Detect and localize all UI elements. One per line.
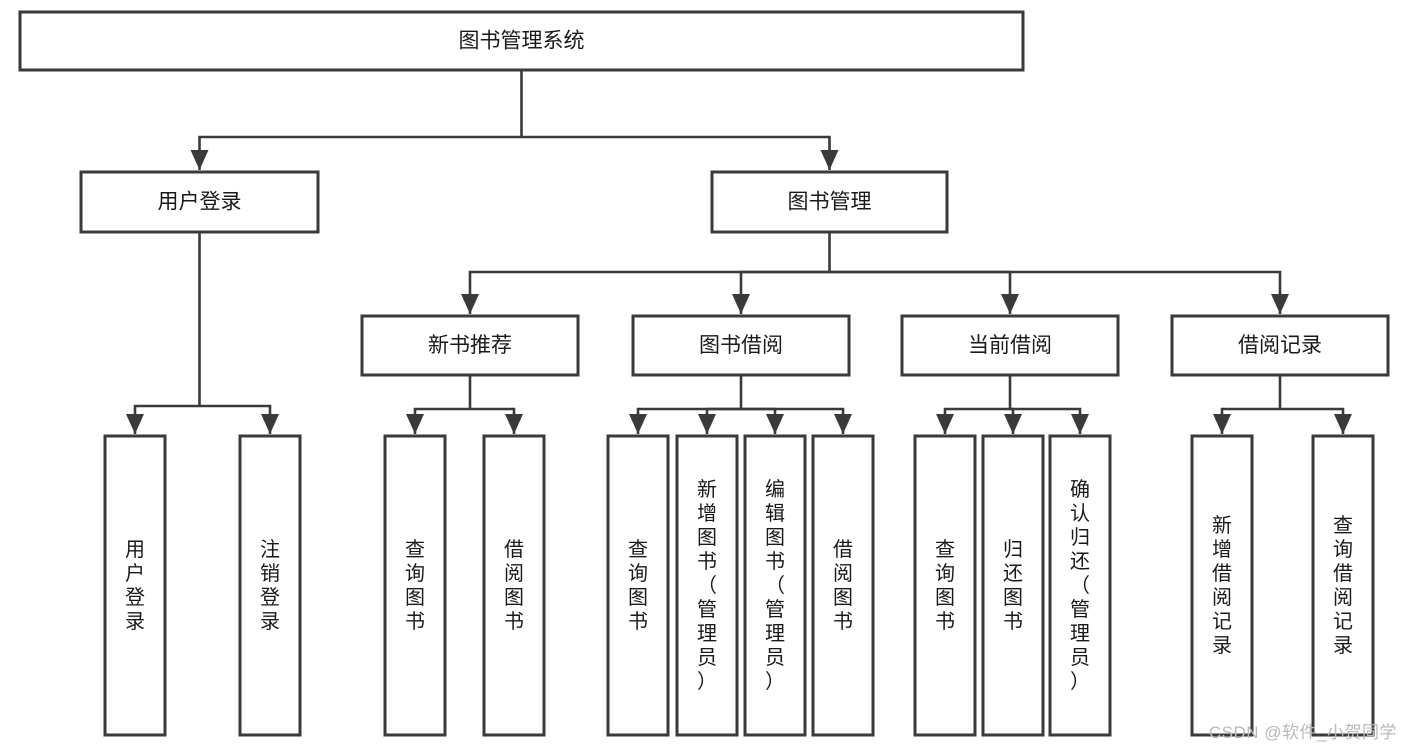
node-box-borrow-record xyxy=(1170,314,1390,377)
node-leaf-user-login[interactable]: 用户登录 xyxy=(103,434,167,737)
node-label-new-book-recommend: 新书推荐 xyxy=(428,334,512,357)
node-box-leaf-query-book-2 xyxy=(606,434,670,737)
node-borrow-record[interactable]: 借阅记录 xyxy=(1170,314,1390,377)
node-root[interactable]: 图书管理系统 xyxy=(18,10,1025,72)
node-label-user-login: 用户登录 xyxy=(158,191,242,214)
node-label-leaf-edit-book: 编辑图书（管理员） xyxy=(765,478,785,693)
connector-borrow-record-to-leaf-add-record xyxy=(1220,407,1280,434)
node-label-leaf-borrow-book-1: 借阅图书 xyxy=(504,538,524,633)
arrowhead-current-borrow-to-leaf-confirm-return xyxy=(1071,414,1089,434)
arrowhead-user-login-to-leaf-logout xyxy=(261,414,279,434)
connector-book-borrow-to-leaf-borrow-book-2 xyxy=(741,407,845,434)
node-label-leaf-query-record: 查询借阅记录 xyxy=(1333,514,1353,657)
connector-book-manage-to-current-borrow xyxy=(829,270,1012,314)
arrowhead-book-borrow-to-leaf-add-book xyxy=(698,414,716,434)
node-box-new-book-recommend xyxy=(360,314,580,377)
arrowhead-book-manage-to-book-borrow xyxy=(732,294,750,314)
node-leaf-edit-book[interactable]: 编辑图书（管理员） xyxy=(743,434,807,737)
node-box-root xyxy=(18,10,1025,72)
arrowhead-book-manage-to-current-borrow xyxy=(1001,294,1019,314)
node-label-leaf-return-book: 归还图书 xyxy=(1003,538,1023,633)
node-layer: 图书管理系统用户登录图书管理新书推荐图书借阅当前借阅借阅记录用户登录注销登录查询… xyxy=(18,10,1390,737)
node-box-book-manage xyxy=(710,170,949,234)
node-label-leaf-add-book: 新增图书（管理员） xyxy=(697,478,717,693)
node-box-leaf-add-book xyxy=(675,434,739,737)
connector-current-borrow-to-leaf-query-book-3 xyxy=(943,407,1010,434)
node-label-leaf-logout: 注销登录 xyxy=(260,538,280,633)
node-label-current-borrow: 当前借阅 xyxy=(968,334,1052,357)
connector-user-login-to-leaf-logout xyxy=(199,404,272,434)
node-label-leaf-query-book-3: 查询图书 xyxy=(935,538,955,633)
node-box-leaf-borrow-book-2 xyxy=(811,434,875,737)
connector-new-book-recommend-to-leaf-query-book-1 xyxy=(413,407,470,434)
node-label-leaf-query-book-2: 查询图书 xyxy=(628,538,648,633)
connector-new-book-recommend-to-leaf-borrow-book-1 xyxy=(470,407,516,434)
node-book-borrow[interactable]: 图书借阅 xyxy=(631,314,851,377)
arrowhead-root-to-user-login xyxy=(190,150,209,170)
connector-borrow-record-to-leaf-query-record xyxy=(1280,407,1345,434)
node-box-book-borrow xyxy=(631,314,851,377)
node-leaf-logout[interactable]: 注销登录 xyxy=(238,434,302,737)
node-box-leaf-borrow-book-1 xyxy=(482,434,546,737)
node-label-leaf-borrow-book-2: 借阅图书 xyxy=(833,538,853,633)
arrowhead-new-book-recommend-to-leaf-query-book-1 xyxy=(406,414,424,434)
connector-current-borrow-to-leaf-confirm-return xyxy=(1010,407,1082,434)
node-box-leaf-add-record xyxy=(1190,434,1254,737)
node-label-root: 图书管理系统 xyxy=(459,30,585,53)
arrowhead-new-book-recommend-to-leaf-borrow-book-1 xyxy=(505,414,523,434)
connector-root-to-book-manage xyxy=(521,135,831,170)
node-current-borrow[interactable]: 当前借阅 xyxy=(900,314,1120,377)
arrowhead-root-to-book-manage xyxy=(820,150,839,170)
arrowhead-borrow-record-to-leaf-add-record xyxy=(1213,414,1231,434)
node-label-leaf-confirm-return: 确认归还（管理员） xyxy=(1070,478,1090,693)
node-label-book-manage: 图书管理 xyxy=(788,191,872,214)
node-leaf-query-book-1[interactable]: 查询图书 xyxy=(383,434,447,737)
connector-book-manage-to-new-book-recommend xyxy=(468,270,830,314)
node-box-current-borrow xyxy=(900,314,1120,377)
connector-book-manage-to-borrow-record xyxy=(829,270,1282,314)
node-box-leaf-user-login xyxy=(103,434,167,737)
node-box-leaf-edit-book xyxy=(743,434,807,737)
node-leaf-borrow-book-2[interactable]: 借阅图书 xyxy=(811,434,875,737)
node-book-manage[interactable]: 图书管理 xyxy=(710,170,949,234)
connector-root-to-user-login xyxy=(198,135,522,170)
node-leaf-query-record[interactable]: 查询借阅记录 xyxy=(1311,434,1375,737)
connector-book-borrow-to-leaf-query-book-2 xyxy=(636,407,741,434)
node-label-leaf-add-record: 新增借阅记录 xyxy=(1212,514,1232,657)
node-box-leaf-logout xyxy=(238,434,302,737)
node-label-borrow-record: 借阅记录 xyxy=(1238,334,1322,357)
arrowhead-book-manage-to-new-book-recommend xyxy=(461,294,479,314)
arrowhead-book-borrow-to-leaf-edit-book xyxy=(766,414,784,434)
arrowhead-book-borrow-to-leaf-query-book-2 xyxy=(629,414,647,434)
arrowhead-book-manage-to-borrow-record xyxy=(1271,294,1289,314)
node-label-leaf-query-book-1: 查询图书 xyxy=(405,538,425,633)
node-leaf-add-record[interactable]: 新增借阅记录 xyxy=(1190,434,1254,737)
arrowhead-current-borrow-to-leaf-return-book xyxy=(1004,414,1022,434)
node-leaf-borrow-book-1[interactable]: 借阅图书 xyxy=(482,434,546,737)
arrowhead-book-borrow-to-leaf-borrow-book-2 xyxy=(834,414,852,434)
node-leaf-add-book[interactable]: 新增图书（管理员） xyxy=(675,434,739,737)
node-box-leaf-confirm-return xyxy=(1048,434,1112,737)
node-label-leaf-user-login: 用户登录 xyxy=(125,539,145,633)
node-box-leaf-query-record xyxy=(1311,434,1375,737)
node-box-leaf-return-book xyxy=(981,434,1045,737)
node-leaf-query-book-3[interactable]: 查询图书 xyxy=(913,434,977,737)
node-leaf-return-book[interactable]: 归还图书 xyxy=(981,434,1045,737)
node-box-leaf-query-book-3 xyxy=(913,434,977,737)
node-user-login[interactable]: 用户登录 xyxy=(79,170,320,234)
connector-book-manage-to-book-borrow xyxy=(739,270,830,314)
arrowhead-user-login-to-leaf-user-login xyxy=(126,414,144,434)
arrowhead-borrow-record-to-leaf-query-record xyxy=(1334,414,1352,434)
node-box-user-login xyxy=(79,170,320,234)
node-leaf-query-book-2[interactable]: 查询图书 xyxy=(606,434,670,737)
node-label-book-borrow: 图书借阅 xyxy=(699,334,783,357)
connector-layer xyxy=(126,70,1352,434)
node-box-leaf-query-book-1 xyxy=(383,434,447,737)
connector-user-login-to-leaf-user-login xyxy=(133,404,200,434)
node-leaf-confirm-return[interactable]: 确认归还（管理员） xyxy=(1048,434,1112,737)
arrowhead-current-borrow-to-leaf-query-book-3 xyxy=(936,414,954,434)
node-new-book-recommend[interactable]: 新书推荐 xyxy=(360,314,580,377)
